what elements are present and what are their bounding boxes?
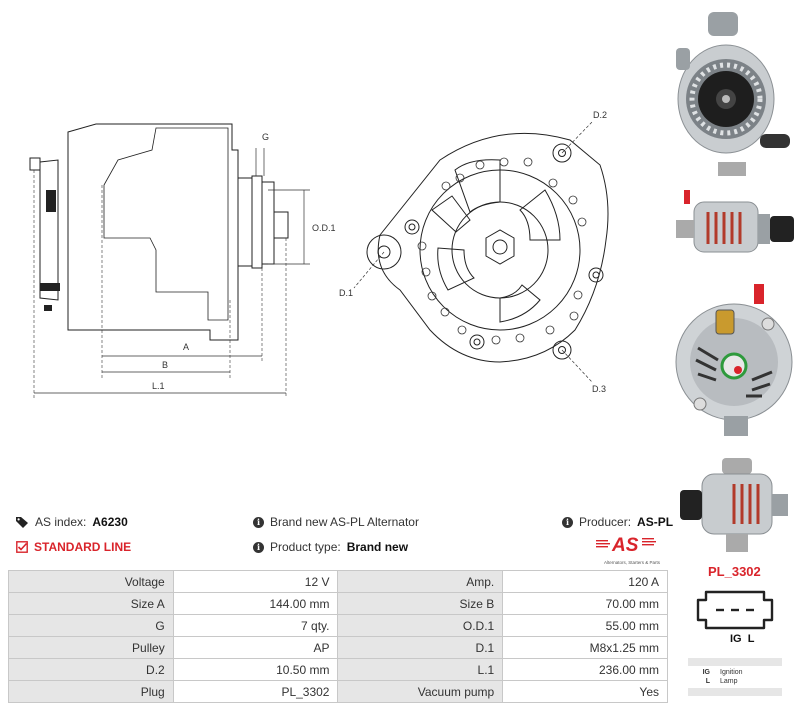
standard-line-label: STANDARD LINE bbox=[34, 540, 132, 554]
checkbox-icon bbox=[16, 541, 28, 553]
spec-label: Size A bbox=[8, 592, 174, 615]
spec-label: O.D.1 bbox=[337, 614, 504, 637]
info-icon: i bbox=[253, 516, 264, 528]
label-d2: D.2 bbox=[593, 110, 607, 120]
spec-value: 120 A bbox=[502, 570, 668, 593]
logo-tagline: Alternators, Starters & Parts bbox=[603, 560, 660, 565]
spec-label: Vacuum pump bbox=[337, 680, 504, 703]
logo-mark: AS bbox=[596, 535, 656, 556]
spec-value: Yes bbox=[502, 680, 668, 703]
legend-key: L bbox=[705, 678, 710, 685]
legend-row-ig: IG Ignition bbox=[688, 668, 782, 677]
as-pl-logo: AS Alternators, Starters & Parts bbox=[596, 534, 660, 565]
spec-label: Size B bbox=[337, 592, 504, 615]
info-icon: i bbox=[562, 516, 573, 528]
plug-legend: IG Ignition L Lamp bbox=[688, 658, 782, 696]
brand-new-text: Brand new AS-PL Alternator bbox=[270, 515, 419, 529]
legend-text: Ignition bbox=[720, 669, 743, 676]
as-index-row: AS index: A6230 bbox=[16, 515, 128, 529]
product-photo-front bbox=[676, 12, 790, 176]
label-g: G bbox=[262, 132, 269, 142]
spec-value: 236.00 mm bbox=[502, 658, 668, 681]
side-view-drawing: G O.D.1 A B L.1 bbox=[29, 123, 336, 398]
producer-value: AS-PL bbox=[637, 515, 674, 529]
spec-value: PL_3302 bbox=[172, 680, 339, 703]
brand-new-row: i Brand new AS-PL Alternator bbox=[253, 515, 419, 529]
spec-value: AP bbox=[172, 636, 339, 659]
plug-code: PL_3302 bbox=[708, 564, 761, 579]
spec-label: L.1 bbox=[337, 658, 504, 681]
label-d3: D.3 bbox=[592, 384, 606, 394]
plug-connector-diagram bbox=[696, 590, 774, 630]
spec-value: 144.00 mm bbox=[172, 592, 339, 615]
as-index-label: AS index: bbox=[35, 515, 87, 529]
product-type-row: i Product type: Brand new bbox=[253, 540, 408, 554]
label-b: B bbox=[162, 360, 168, 370]
tag-icon bbox=[16, 517, 28, 528]
spec-label: Plug bbox=[8, 680, 174, 703]
product-photo-top bbox=[680, 458, 788, 552]
spec-label: D.1 bbox=[337, 636, 504, 659]
spec-value: 55.00 mm bbox=[502, 614, 668, 637]
producer-label: Producer: bbox=[579, 515, 632, 529]
spec-label: Voltage bbox=[8, 570, 174, 593]
product-photo-rear bbox=[675, 284, 793, 436]
logo-text: AS bbox=[611, 535, 639, 554]
label-a: A bbox=[183, 342, 189, 352]
legend-row-l: L Lamp bbox=[688, 677, 782, 686]
label-l1: L.1 bbox=[152, 381, 165, 391]
spec-label: Pulley bbox=[8, 636, 174, 659]
front-view-drawing: D.2 D.1 D.3 bbox=[339, 110, 609, 394]
spec-value: 7 qty. bbox=[172, 614, 339, 637]
label-d1: D.1 bbox=[339, 288, 353, 298]
product-type-value: Brand new bbox=[346, 540, 409, 554]
legend-band bbox=[688, 688, 782, 696]
standard-line-row: STANDARD LINE bbox=[16, 540, 131, 554]
spec-label: G bbox=[8, 614, 174, 637]
spec-label: D.2 bbox=[8, 658, 174, 681]
legend-text: Lamp bbox=[720, 678, 738, 685]
spec-value: M8x1.25 mm bbox=[502, 636, 668, 659]
as-index-value: A6230 bbox=[92, 515, 128, 529]
producer-row: i Producer: AS-PL bbox=[562, 515, 673, 529]
product-photo-side bbox=[676, 190, 794, 253]
legend-band bbox=[688, 658, 782, 666]
legend-key: IG bbox=[702, 669, 710, 676]
spec-value: 70.00 mm bbox=[502, 592, 668, 615]
plug-pin-labels: IG L bbox=[730, 633, 755, 645]
label-od1: O.D.1 bbox=[312, 223, 336, 233]
info-icon: i bbox=[253, 541, 264, 553]
product-type-label: Product type: bbox=[270, 540, 341, 554]
spec-value: 10.50 mm bbox=[172, 658, 339, 681]
spec-value: 12 V bbox=[172, 570, 339, 593]
spec-label: Amp. bbox=[337, 570, 504, 593]
